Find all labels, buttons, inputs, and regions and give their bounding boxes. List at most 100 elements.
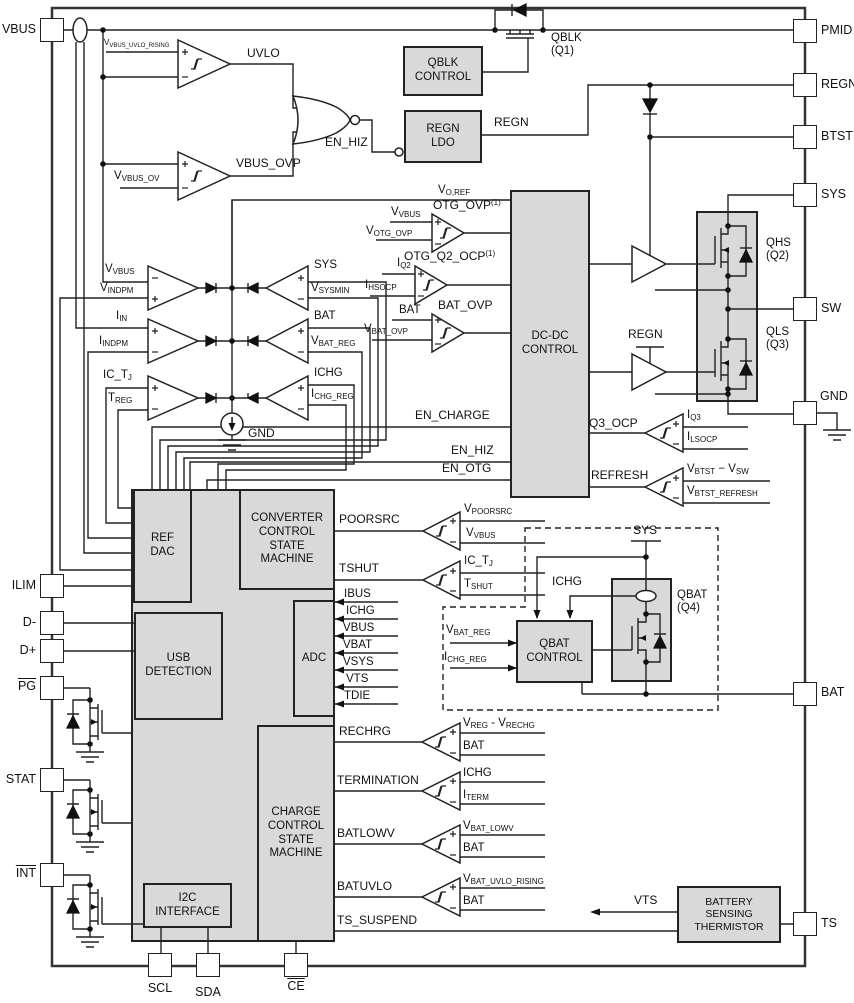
- ref-dac-block: REF DAC: [133, 489, 192, 603]
- label-ictj-tshut: IC_TJ: [464, 555, 493, 568]
- pg-fet-glyph: [64, 687, 131, 763]
- pin-label-int: INT: [15, 866, 36, 880]
- pin-d-minus: [40, 611, 64, 635]
- label-ichg-adc: ICHG: [346, 605, 375, 617]
- label-votg-ovp: VOTG_OVP: [366, 225, 413, 238]
- vbus-sense-wire: [102, 30, 178, 283]
- pin-label-stat: STAT: [5, 772, 36, 786]
- iindpm-amp: [147, 317, 200, 365]
- pin-bat: [793, 682, 817, 706]
- vts-arrow: [590, 908, 600, 916]
- pin-gnd: [793, 401, 817, 425]
- label-iterm: ITERM: [463, 789, 489, 802]
- pin-label-bat: BAT: [821, 685, 845, 699]
- pin-label-d-minus: D-: [22, 615, 36, 629]
- label-vpoorsrc: VPOORSRC: [464, 503, 513, 516]
- label-vbtst-vsw: VBTST − VSW: [687, 463, 749, 476]
- pin-label-btst: BTST: [821, 129, 853, 143]
- current-source-arrow: [228, 423, 236, 431]
- label-vvbus-otg: VVBUS: [391, 206, 421, 219]
- pin-ce: [284, 953, 308, 977]
- q3-ocp-comparator: [643, 412, 684, 454]
- sysmin-amp: [264, 264, 309, 312]
- or-diode: [205, 391, 218, 405]
- refresh-comparator: [643, 466, 684, 508]
- pin-label-sda: SDA: [195, 985, 221, 999]
- or-diode: [246, 334, 259, 348]
- label-bat-ovp-in: BAT: [399, 304, 421, 316]
- pin-label-gnd: GND: [820, 389, 848, 403]
- label-q4: QBAT (Q4): [677, 589, 708, 614]
- label-ichg-amp: ICHG: [314, 367, 343, 379]
- hs-gate-driver: [631, 244, 668, 284]
- pin-d-plus: [40, 639, 64, 663]
- vindpm-amp: [147, 264, 200, 312]
- label-ichg-reg-amp: ICHG_REG: [311, 388, 354, 401]
- label-q3: QLS (Q3): [766, 326, 790, 351]
- usb-detection-block: USB DETECTION: [134, 612, 223, 720]
- or-diode: [246, 281, 259, 295]
- label-iq3: IQ3: [687, 409, 701, 422]
- label-ilsocp: ILSOCP: [687, 431, 718, 444]
- label-regn-out: REGN: [494, 115, 529, 129]
- powerstage-fet-box: [696, 211, 758, 402]
- q1-glyph: [494, 4, 544, 39]
- label-vbtst-refresh: VBTST_REFRESH: [687, 485, 758, 498]
- pin-btst: [793, 125, 817, 149]
- label-ihsocp: IHSOCP: [365, 279, 397, 292]
- pin-stat: [40, 768, 64, 792]
- label-bat-rechrg: BAT: [463, 740, 485, 752]
- label-en-charge: EN_CHARGE: [415, 408, 490, 422]
- ls-gate-driver: [631, 352, 668, 392]
- batuvlo-comparator: [420, 876, 461, 918]
- label-en-hiz-top: EN_HIZ: [325, 135, 368, 149]
- label-vbat-ovp: VBAT_OVP: [364, 323, 408, 336]
- pin-label-regn: REGN: [821, 77, 854, 91]
- pin-label-sys: SYS: [821, 187, 847, 201]
- label-vbat-uvlo-rising: VBAT_UVLO_RISING: [463, 873, 544, 886]
- pin-ilim: [40, 574, 64, 598]
- label-termination: TERMINATION: [337, 773, 419, 787]
- batreg-amp: [264, 317, 309, 365]
- qblk-control-block: QBLK CONTROL: [403, 46, 483, 96]
- label-vbat-reg-amp: VBAT_REG: [311, 335, 356, 348]
- qbat-control-block: QBAT CONTROL: [516, 620, 593, 683]
- label-vts: VTS: [634, 893, 658, 907]
- label-refresh: REFRESH: [591, 468, 649, 482]
- pin-pg: [40, 676, 64, 700]
- pin-label-ts: TS: [821, 916, 837, 930]
- voref-wire: [231, 199, 510, 288]
- label-vsysmin: VSYSMIN: [311, 282, 350, 295]
- pin-label-pg: PG: [17, 679, 36, 693]
- label-ichg-term: ICHG: [463, 767, 492, 779]
- q1-body-diode-icon: [512, 2, 527, 18]
- stat-diode-icon: [65, 804, 81, 819]
- tshut-comparator: [421, 559, 461, 601]
- dcdc-control-block: DC-DC CONTROL: [510, 190, 590, 498]
- label-voref: VO,REF: [438, 184, 471, 197]
- label-vbat-adc: VBAT: [343, 639, 373, 651]
- label-bat-ovp: BAT_OVP: [438, 298, 493, 312]
- poorsrc-tshut-wires: [335, 520, 545, 596]
- adc-block: ADC: [293, 600, 335, 717]
- gnd-pin-ground: [817, 412, 851, 441]
- pin-pmid: [793, 19, 817, 43]
- label-q3-ocp: Q3_OCP: [589, 416, 638, 430]
- nor-bubble: [349, 114, 361, 126]
- pg-diode-icon: [65, 714, 81, 729]
- label-ts-suspend: TS_SUSPEND: [337, 913, 418, 927]
- vbus-ovp-comparator: [177, 150, 232, 202]
- pin-sys: [793, 183, 817, 207]
- label-otg-ovp: OTG_OVP(1): [433, 198, 501, 212]
- pin-regn: [793, 73, 817, 97]
- label-batuvlo: BATUVLO: [337, 879, 393, 893]
- or-diode: [246, 391, 259, 405]
- pin-label-ilim: ILIM: [11, 578, 36, 592]
- label-vbus-uvlo-rising: VVBUS_UVLO_RISING: [104, 38, 170, 49]
- label-rechrg: RECHRG: [339, 724, 392, 738]
- current-source: [220, 412, 244, 436]
- pin-label-d-plus: D+: [19, 643, 36, 657]
- pin-sda: [196, 953, 220, 977]
- label-vbus-adc: VBUS: [343, 622, 375, 634]
